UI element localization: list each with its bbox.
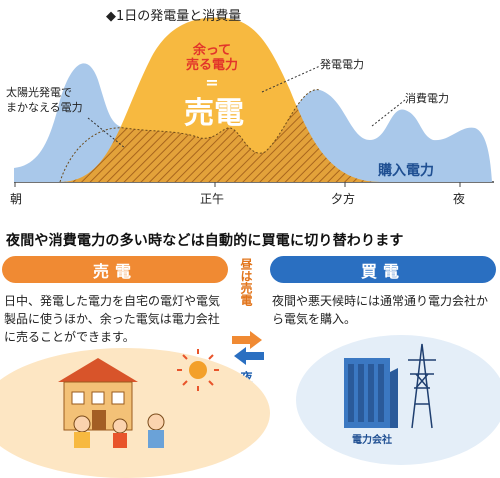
surplus-label-2: 売る電力 — [186, 57, 238, 73]
left-arrow-icon — [234, 347, 264, 365]
axis-label-night: 夜 — [453, 191, 465, 206]
power-company-illustration — [344, 343, 436, 429]
selfuse-label-1: 太陽光発電で — [6, 85, 72, 99]
family-icon — [73, 413, 165, 448]
chart-title: ◆1日の発電量と消費量 — [106, 9, 242, 24]
headline: 夜間や消費電力の多い時などは自動的に買電に切り替わります — [6, 233, 404, 249]
equals-sign: = — [205, 73, 218, 92]
surplus-label-1: 余って — [192, 42, 231, 58]
arrows-icon — [232, 331, 264, 365]
sun-icon — [177, 349, 219, 391]
sell-big-label: 売電 — [184, 96, 244, 131]
consumption-outline — [59, 89, 321, 183]
house-icon — [58, 358, 138, 431]
company-label: 電力会社 — [352, 435, 392, 446]
axis-label-noon: 正午 — [200, 192, 224, 206]
day-sell-label: 昼は売電 — [238, 258, 254, 309]
transmission-tower-icon — [408, 343, 436, 429]
house-family-illustration — [58, 349, 219, 448]
day-sell-text: 昼は売電 — [239, 258, 253, 306]
buy-banner: 買電 — [270, 256, 496, 283]
building-icon — [344, 358, 398, 428]
consumed-pointer — [371, 99, 406, 127]
generated-label: 発電電力 — [320, 57, 364, 71]
selfuse-label-2: まかなえる電力 — [6, 101, 83, 114]
daily-power-chart: 余って 売る電力 = 売電 発電電力 消費電力 太陽光発電で まかなえる電力 購… — [6, 17, 494, 206]
sell-banner: 売電 — [2, 256, 228, 283]
buy-description: 夜間や悪天候時には通常通り電力会社から電気を購入。 — [272, 294, 489, 326]
consumed-label: 消費電力 — [405, 91, 449, 105]
sell-description: 日中、発電した電力を自宅の電灯や電気製品に使うほか、余った電気は電力会社に売るこ… — [4, 294, 221, 344]
purchase-label: 購入電力 — [377, 162, 434, 179]
axis-label-evening: 夕方 — [331, 191, 355, 206]
generated-pointer — [261, 65, 321, 93]
right-arrow-icon — [232, 331, 262, 349]
axis-label-morning: 朝 — [10, 192, 22, 206]
